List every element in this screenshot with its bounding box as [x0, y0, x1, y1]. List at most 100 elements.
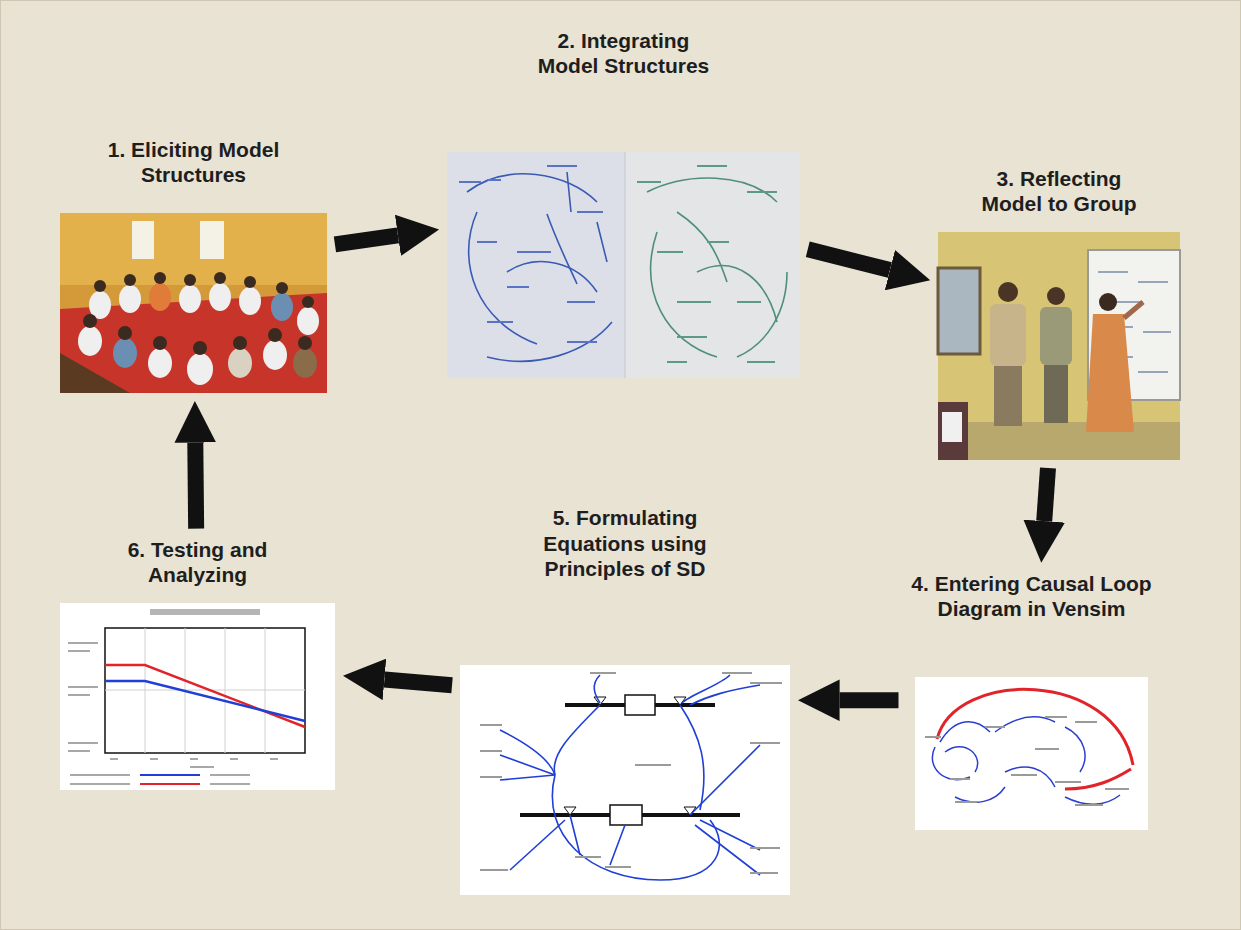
sketch-link — [647, 178, 777, 202]
person — [1044, 365, 1068, 423]
picture-frame — [447, 152, 800, 378]
step-title: 4. Entering Causal Loop Diagram in Vensi… — [907, 571, 1157, 621]
loop-link — [955, 787, 1005, 802]
stock-box — [610, 805, 642, 825]
person-head — [298, 336, 312, 350]
cycle-arrow — [808, 249, 890, 270]
step-heading-block: 1. Eliciting Model Structures — [105, 137, 283, 187]
person-head — [94, 280, 106, 292]
person — [938, 402, 968, 460]
person — [209, 283, 231, 311]
meeting-photo — [60, 213, 327, 393]
person — [297, 307, 319, 335]
cycle-arrow — [335, 235, 398, 244]
picture-frame — [938, 232, 1180, 460]
step-title: 5. Formulating Equations using Principle… — [533, 505, 718, 581]
step-title: 3. Reflecting Model to Group — [967, 166, 1152, 216]
sketch-link — [567, 172, 607, 262]
person — [942, 412, 962, 442]
person-head — [184, 274, 196, 286]
process-step: 3. Reflecting Model to Group — [938, 166, 1180, 460]
loop-link — [1065, 795, 1120, 804]
variable-name — [480, 673, 782, 873]
valve-symbol — [594, 697, 686, 705]
chart-ground — [60, 603, 335, 790]
influence-link — [500, 730, 555, 775]
legend-line — [140, 783, 200, 785]
person-head — [193, 341, 207, 355]
sketch-link — [547, 214, 577, 284]
cycle-arrow — [187, 443, 204, 529]
loop-link — [1065, 769, 1131, 789]
loop-link — [1005, 767, 1055, 787]
photo-window — [132, 221, 154, 259]
sketch-link — [677, 212, 727, 282]
step-heading-block: 3. Reflecting Model to Group — [967, 166, 1152, 216]
loop-link — [932, 747, 970, 780]
person — [263, 340, 287, 370]
person-head — [276, 282, 288, 294]
person — [271, 293, 293, 321]
person — [1040, 307, 1072, 365]
stock-flow-screenshot — [460, 665, 790, 895]
picture-frame — [460, 665, 790, 895]
legend-line — [140, 774, 200, 776]
step-title: 1. Eliciting Model Structures — [105, 137, 283, 187]
photo-window — [938, 268, 980, 354]
photo-wall — [60, 213, 327, 285]
person-head — [998, 282, 1018, 302]
step-heading-block: 4. Entering Causal Loop Diagram in Vensi… — [907, 571, 1157, 621]
photo-wall — [938, 232, 1180, 460]
loop-link — [995, 717, 1055, 732]
person — [187, 353, 213, 385]
person — [990, 304, 1026, 366]
process-step: 2. Integrating Model Structures — [447, 28, 800, 378]
person — [119, 285, 141, 313]
sketch-link — [467, 174, 597, 202]
sketch-link — [469, 212, 537, 344]
grid-line — [105, 628, 305, 753]
process-step: 1. Eliciting Model Structures — [60, 137, 327, 393]
photo-floor — [938, 422, 1180, 460]
person-head — [1047, 287, 1065, 305]
person-head — [154, 272, 166, 284]
screenshot-ground — [460, 665, 790, 895]
person — [148, 348, 172, 378]
sketch-link — [737, 272, 787, 357]
step-heading-block: 2. Integrating Model Structures — [529, 28, 719, 78]
person — [994, 366, 1022, 426]
loop-link — [940, 722, 990, 742]
person — [239, 287, 261, 315]
person — [228, 348, 252, 378]
cycle-arrow — [384, 679, 452, 685]
paper-sheet — [447, 152, 625, 378]
chart-heading-mark — [150, 609, 260, 615]
sketch-link — [651, 232, 717, 357]
picture-frame — [60, 603, 335, 790]
picture-frame — [915, 677, 1148, 830]
person — [293, 348, 317, 378]
process-step: 5. Formulating Equations using Principle… — [460, 505, 790, 895]
influence-link — [554, 705, 600, 775]
person-head — [1099, 293, 1117, 311]
series-line — [105, 665, 305, 727]
influence-link — [552, 775, 719, 880]
group-photo — [938, 232, 1180, 460]
variable-name — [925, 717, 1129, 805]
person-head — [153, 336, 167, 350]
legend-mark — [70, 775, 250, 784]
axis-mark — [68, 643, 278, 767]
loop-link — [1065, 727, 1085, 772]
person — [149, 283, 171, 311]
loop-link — [945, 747, 978, 772]
person-head — [83, 314, 97, 328]
hand-drawn-maps — [447, 152, 800, 378]
person-head — [244, 276, 256, 288]
person — [113, 338, 137, 368]
step-title: 2. Integrating Model Structures — [529, 28, 719, 78]
person — [1086, 314, 1134, 432]
person-head — [124, 274, 136, 286]
